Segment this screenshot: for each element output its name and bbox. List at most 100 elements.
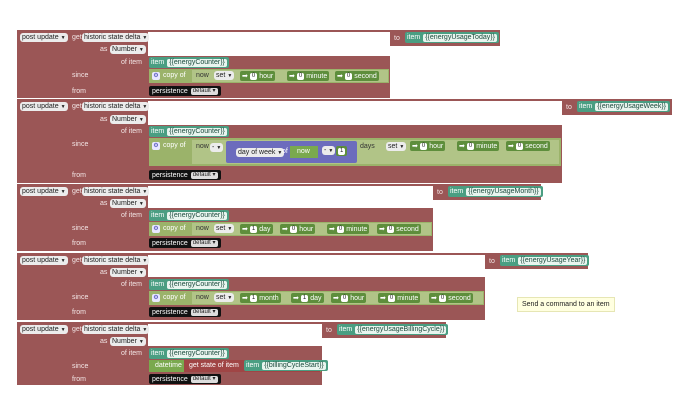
- persistence-dropdown[interactable]: default ▾: [190, 308, 218, 316]
- type-dropdown[interactable]: Number▼: [110, 268, 146, 277]
- hour-value[interactable]: 0: [419, 142, 428, 150]
- second-value[interactable]: 0: [438, 294, 447, 302]
- item-counter[interactable]: item{{energyCounter}}: [149, 126, 229, 137]
- minute-value[interactable]: 0: [387, 294, 396, 302]
- method-dropdown[interactable]: historic state delta▼: [82, 325, 150, 334]
- gear-icon[interactable]: ⚙: [152, 225, 160, 233]
- persistence-dropdown[interactable]: default ▾: [190, 239, 218, 247]
- item-energy-usage-year[interactable]: item{{energyUsageYear}}: [500, 255, 590, 266]
- method-dropdown[interactable]: historic state delta▼: [82, 187, 150, 196]
- of-item-label: of item: [121, 128, 143, 135]
- item-value: {{billingCycleStart}}: [262, 361, 326, 370]
- item-energy-usage-month[interactable]: item{{energyUsageMonth}}: [448, 186, 543, 197]
- chevron-down-icon: ▼: [277, 150, 283, 156]
- one-value[interactable]: 1: [338, 147, 346, 155]
- method-dropdown[interactable]: historic state delta▼: [82, 33, 150, 42]
- item-counter[interactable]: item{{energyCounter}}: [149, 348, 229, 359]
- minute-value[interactable]: 0: [296, 72, 305, 80]
- day-of-week-dropdown[interactable]: day of week▼: [236, 148, 285, 157]
- item-energy-usage-billing-cycle[interactable]: item{{energyUsageBillingCycle}}: [337, 324, 449, 335]
- gear-icon[interactable]: ⚙: [152, 72, 160, 80]
- item-energy-usage-week[interactable]: item{{energyUsageWeek}}: [577, 101, 670, 112]
- as-label: as: [100, 46, 108, 53]
- item-counter[interactable]: item{{energyCounter}}: [149, 279, 229, 290]
- minus-op-dropdown[interactable]: -▼: [322, 146, 336, 155]
- post-update-dropdown[interactable]: post update▼: [20, 102, 68, 111]
- type-label: Number: [112, 46, 137, 53]
- method-label: historic state delta: [84, 103, 141, 110]
- now-inner-block[interactable]: [290, 146, 318, 158]
- post-update-dropdown[interactable]: post update▼: [20, 325, 68, 334]
- item-label: item: [151, 212, 165, 219]
- post-update-dropdown[interactable]: post update▼: [20, 187, 68, 196]
- item-billing-cycle-start[interactable]: item{{billingCycleStart}}: [244, 360, 328, 371]
- persistence-dropdown[interactable]: default ▾: [190, 171, 218, 179]
- set-dropdown[interactable]: set▼: [386, 142, 407, 151]
- since-label: since: [72, 225, 89, 232]
- second-value[interactable]: 0: [386, 225, 395, 233]
- historic-state-socket: [148, 324, 322, 346]
- type-dropdown[interactable]: Number▼: [110, 199, 146, 208]
- item-counter[interactable]: item{{energyCounter}}: [149, 210, 229, 221]
- gear-icon[interactable]: ⚙: [152, 294, 160, 302]
- type-dropdown[interactable]: Number▼: [110, 337, 146, 346]
- item-value: {{energyUsageToday}}: [423, 33, 497, 42]
- item-value: {{energyUsageYear}}: [518, 256, 588, 265]
- set-dropdown[interactable]: set▼: [214, 71, 235, 80]
- second-value[interactable]: 0: [515, 142, 524, 150]
- hour-unit: hour: [350, 294, 365, 302]
- days-label: days: [360, 143, 375, 150]
- hour-value[interactable]: 0: [249, 72, 258, 80]
- persistence-label: persistence: [152, 239, 188, 247]
- set-dropdown[interactable]: set▼: [214, 224, 235, 233]
- chevron-down-icon: ▼: [227, 295, 233, 301]
- minus-dropdown[interactable]: -▼: [210, 143, 224, 152]
- second-value[interactable]: 0: [344, 72, 353, 80]
- minute-value[interactable]: 0: [336, 225, 345, 233]
- post-update-dropdown[interactable]: post update▼: [20, 33, 68, 42]
- minute-value[interactable]: 0: [466, 142, 475, 150]
- gear-icon[interactable]: ⚙: [152, 142, 160, 150]
- item-counter[interactable]: item{{energyCounter}}: [149, 57, 229, 68]
- method-dropdown[interactable]: historic state delta▼: [82, 102, 150, 111]
- chevron-down-icon: ▼: [142, 258, 148, 264]
- set-dropdown[interactable]: set▼: [214, 293, 235, 302]
- item-label: item: [151, 281, 165, 288]
- arrow-icon: ➡: [379, 226, 385, 233]
- now-inner-label: now: [297, 148, 310, 155]
- one-input[interactable]: 1: [336, 146, 348, 156]
- hour-value[interactable]: 0: [340, 294, 349, 302]
- month-value[interactable]: 1: [249, 294, 258, 302]
- day-value[interactable]: 1: [300, 294, 309, 302]
- type-dropdown[interactable]: Number▼: [110, 45, 146, 54]
- type-dropdown[interactable]: Number▼: [110, 115, 146, 124]
- get-label: get: [72, 257, 82, 264]
- day-value[interactable]: 1: [249, 225, 258, 233]
- persistence-dropdown[interactable]: default ▾: [190, 375, 218, 383]
- hour-value[interactable]: 0: [289, 225, 298, 233]
- post-update-dropdown[interactable]: post update▼: [20, 256, 68, 265]
- persistence-dropdown[interactable]: default ▾: [190, 87, 218, 95]
- item-energy-usage-today[interactable]: item{{energyUsageToday}}: [405, 32, 499, 43]
- method-dropdown[interactable]: historic state delta▼: [82, 256, 150, 265]
